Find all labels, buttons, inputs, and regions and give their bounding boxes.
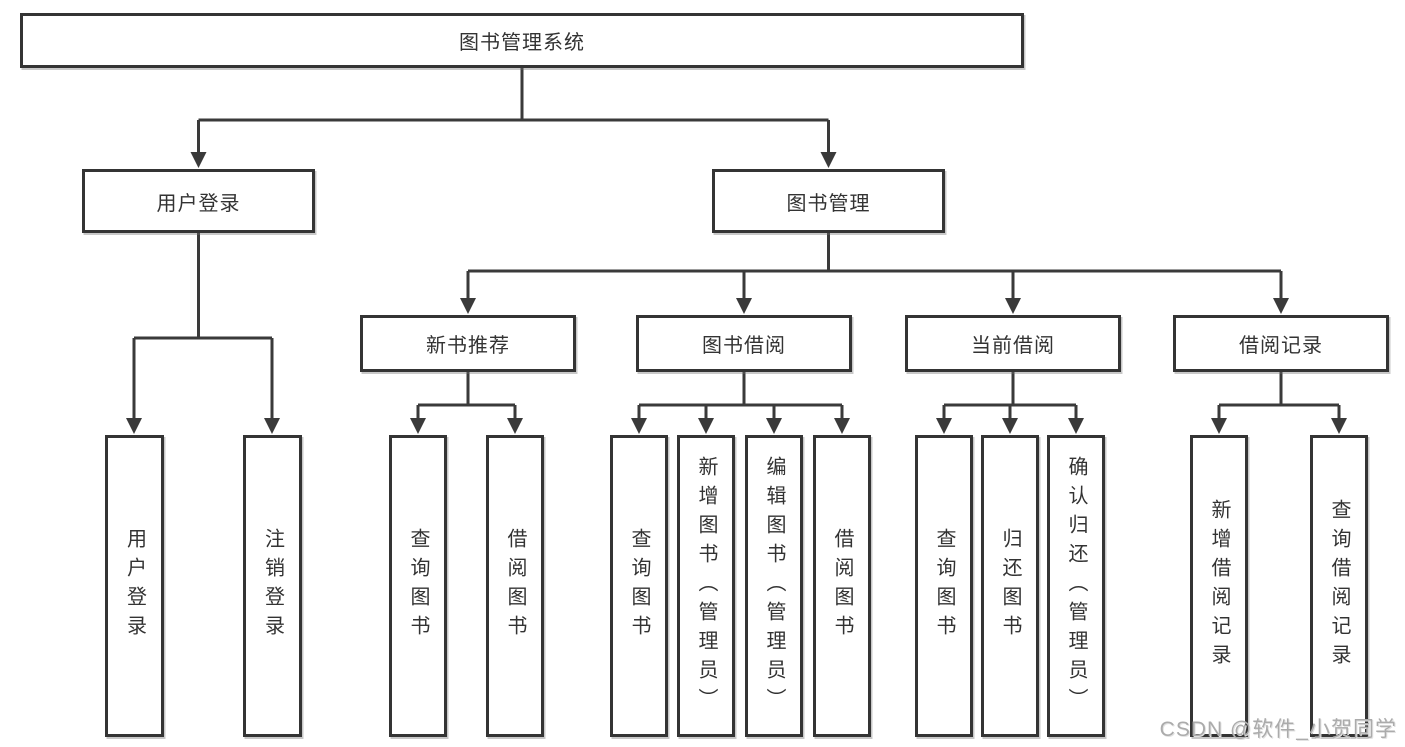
leaf-label: 新增借阅记录 [1208, 499, 1230, 673]
node-user-login: 用户登录 [82, 169, 315, 233]
node-current-borrow: 当前借阅 [905, 315, 1121, 372]
leaf-borrow-book-recommend: 借阅图书 [486, 435, 544, 737]
leaf-confirm-return-admin: 确认归还（管理员） [1047, 435, 1105, 737]
arrowhead [834, 418, 850, 434]
arrowhead [766, 418, 782, 434]
leaf-label: 借阅图书 [831, 528, 853, 644]
arrowhead [264, 418, 280, 434]
arrowhead [126, 418, 142, 434]
leaf-label: 新增图书（管理员） [695, 455, 717, 717]
arrowhead [936, 418, 952, 434]
leaf-user-login: 用户登录 [105, 435, 164, 737]
node-user-login-label: 用户登录 [156, 192, 241, 215]
arrowhead [190, 152, 207, 168]
leaf-label: 用户登录 [123, 528, 146, 644]
node-book-borrow: 图书借阅 [636, 315, 852, 372]
leaf-label: 查询图书 [407, 528, 429, 644]
leaf-return-book: 归还图书 [981, 435, 1039, 737]
node-borrow-records: 借阅记录 [1173, 315, 1389, 372]
leaf-query-book-current: 查询图书 [915, 435, 973, 737]
arrowhead [410, 418, 426, 434]
arrowhead [698, 418, 714, 434]
leaf-add-borrow-record: 新增借阅记录 [1190, 435, 1248, 737]
node-book-management-label: 图书管理 [786, 192, 871, 215]
leaf-label: 归还图书 [999, 528, 1021, 644]
leaf-query-book-recommend: 查询图书 [389, 435, 447, 737]
node-book-borrow-label: 图书借阅 [702, 335, 786, 357]
leaf-query-borrow-record: 查询借阅记录 [1310, 435, 1368, 737]
node-root: 图书管理系统 [20, 13, 1024, 68]
arrowhead [1005, 298, 1021, 314]
leaf-label: 借阅图书 [504, 528, 526, 644]
leaf-label: 查询图书 [933, 528, 955, 644]
leaf-label: 确认归还（管理员） [1065, 455, 1087, 717]
leaf-label: 查询图书 [628, 528, 650, 644]
node-new-book-recommend: 新书推荐 [360, 315, 576, 372]
arrowhead [631, 418, 647, 434]
leaf-label: 注销登录 [261, 528, 284, 644]
arrowhead [507, 418, 523, 434]
arrowhead [460, 298, 476, 314]
arrowhead [1068, 418, 1084, 434]
leaf-logout: 注销登录 [243, 435, 302, 737]
node-root-label: 图书管理系统 [459, 32, 585, 54]
arrowhead [1331, 418, 1347, 434]
arrowhead [1273, 298, 1289, 314]
node-current-borrow-label: 当前借阅 [971, 335, 1055, 357]
node-book-management: 图书管理 [712, 169, 945, 233]
leaf-borrow-book-borrow: 借阅图书 [813, 435, 871, 737]
arrowhead [1002, 418, 1018, 434]
leaf-label: 查询借阅记录 [1328, 499, 1350, 673]
leaf-label: 编辑图书（管理员） [763, 455, 785, 717]
leaf-edit-book-admin: 编辑图书（管理员） [745, 435, 803, 737]
node-borrow-records-label: 借阅记录 [1239, 335, 1323, 357]
arrowhead [1211, 418, 1227, 434]
csdn-watermark: CSDN @软件_小贺同学 [1159, 718, 1397, 741]
leaf-query-book-borrow: 查询图书 [610, 435, 668, 737]
arrowhead [736, 298, 752, 314]
leaf-add-book-admin: 新增图书（管理员） [677, 435, 735, 737]
arrowhead [820, 152, 837, 168]
node-new-book-recommend-label: 新书推荐 [426, 335, 510, 357]
